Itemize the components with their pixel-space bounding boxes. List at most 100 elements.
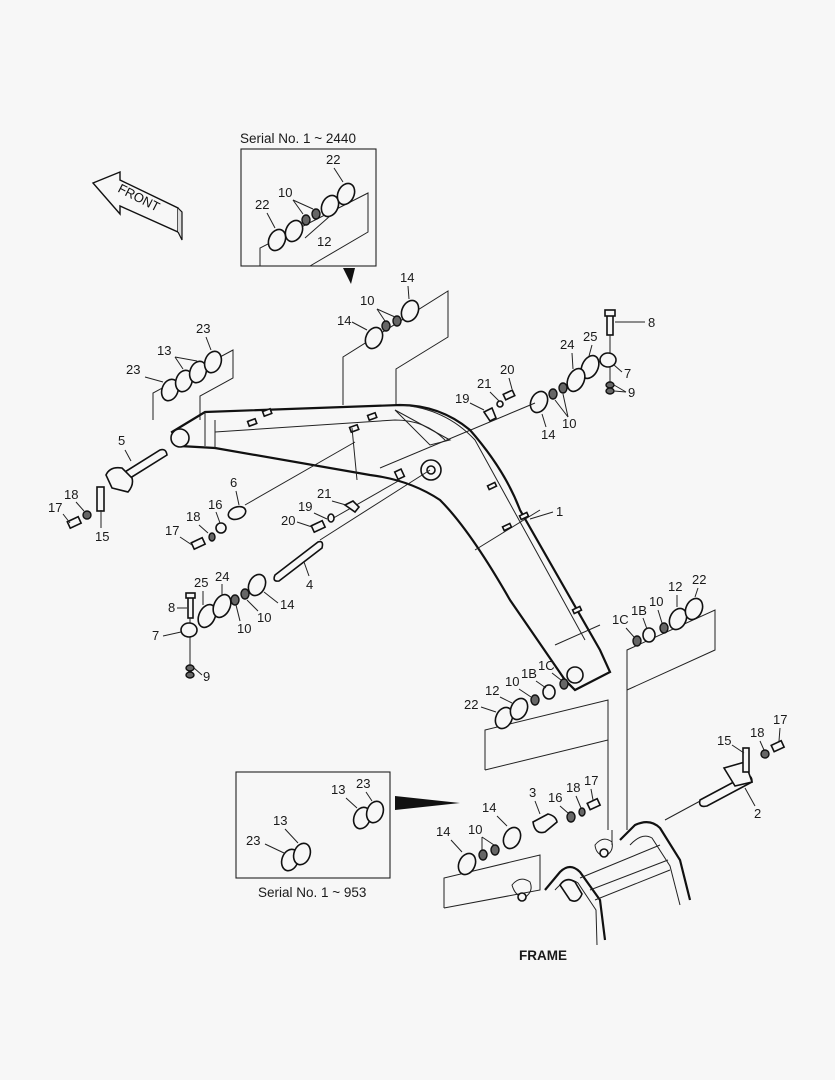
plate-24: [212, 593, 232, 619]
shim-13: [292, 842, 312, 866]
shim-12: [509, 697, 529, 721]
inset-bottom-frame: [235, 771, 391, 879]
washer-16: [215, 522, 227, 534]
leader-line: [551, 672, 562, 681]
leader-line: [174, 356, 184, 370]
frame-right-bracket: [619, 821, 692, 901]
callout: 5: [118, 433, 125, 448]
washer-22: [267, 228, 287, 252]
washer-16: [566, 811, 576, 823]
bushing-10: [240, 588, 250, 600]
callout: 7: [152, 628, 159, 643]
leader-line: [235, 490, 240, 506]
leader-line: [198, 524, 209, 534]
frame-crossmember: [594, 869, 671, 901]
washer-21: [496, 400, 504, 408]
callout: 13: [273, 813, 287, 828]
frame-crossmember: [579, 844, 661, 879]
pin-5-plate: [105, 466, 134, 493]
frame-clevis: [511, 878, 532, 899]
group-plane: [443, 854, 541, 909]
diagram-title: FRAME: [519, 948, 567, 963]
callout: 1B: [521, 666, 537, 681]
leader-line: [469, 402, 485, 411]
callout: 9: [203, 669, 210, 684]
boom-seam: [554, 624, 601, 646]
sleeve-7: [180, 622, 198, 638]
leader-line: [124, 449, 132, 462]
callout: 22: [464, 697, 478, 712]
washer-21: [327, 513, 335, 523]
callout: 23: [126, 362, 140, 377]
callout: 17: [48, 500, 62, 515]
callout: 23: [196, 321, 210, 336]
bolt-8-head: [604, 309, 616, 317]
nut-9: [185, 664, 195, 672]
washer-22: [684, 597, 704, 621]
leader-line: [193, 667, 203, 676]
axis-line: [379, 402, 536, 469]
callout: 13: [331, 782, 345, 797]
bushing-10: [478, 849, 488, 861]
callout: 25: [194, 575, 208, 590]
boom-edge: [214, 419, 446, 441]
callout: 14: [482, 800, 496, 815]
nut-9: [185, 671, 195, 679]
leader-line: [304, 215, 331, 239]
frame-clevis-hole: [517, 892, 527, 902]
bushing-10: [558, 382, 568, 394]
callout: 19: [298, 499, 312, 514]
leader-line: [778, 727, 781, 742]
axis-line: [664, 799, 703, 821]
leader-line: [625, 627, 635, 638]
leader-line: [365, 791, 373, 802]
shim-23: [365, 800, 385, 824]
shim-13: [188, 360, 208, 384]
callout: 18: [64, 487, 78, 502]
washer-18: [82, 510, 92, 520]
callout: 15: [95, 529, 109, 544]
leader-line: [541, 413, 547, 428]
front-arrow: FRONT: [91, 170, 183, 241]
group-top-center: 14 10 14: [337, 270, 449, 405]
leader-line: [292, 199, 304, 215]
inset-bottom-caption: Serial No. 1 ~ 953: [258, 885, 366, 900]
leader-line: [480, 706, 497, 713]
bolt-17: [586, 797, 602, 811]
leader-line: [351, 427, 358, 481]
boom-outline: [170, 403, 612, 692]
boom-lug: [348, 423, 360, 434]
leader-line: [499, 696, 513, 704]
callout: 10: [237, 621, 251, 636]
callout: 24: [560, 337, 574, 352]
pin-3: [532, 813, 558, 834]
leader-line: [292, 199, 314, 210]
leader-line: [162, 631, 182, 637]
leader-line: [481, 836, 495, 846]
axis-line: [319, 469, 431, 541]
callout: 19: [455, 391, 469, 406]
group-top-left: 23 13 23: [126, 321, 234, 420]
bolt-8: [187, 595, 194, 619]
callout: 12: [485, 683, 499, 698]
boom-lug: [571, 605, 583, 615]
leader-line: [75, 501, 85, 512]
leader-line: [694, 587, 699, 598]
pin-5: [118, 448, 168, 481]
leader-line: [284, 828, 299, 844]
boom-lug: [501, 522, 513, 532]
washer-22: [336, 182, 356, 206]
bushing-10: [530, 694, 540, 706]
front-arrow-side: [177, 207, 183, 241]
boom-assembly: 1: [170, 403, 612, 692]
callout: 18: [186, 509, 200, 524]
frame-left-bracket: [544, 865, 607, 941]
callout: 21: [317, 486, 331, 501]
callout: 10: [278, 185, 292, 200]
frame-mount-plate: [559, 878, 583, 902]
leader-line: [496, 815, 508, 827]
boom-lug: [246, 417, 258, 428]
shim-12: [668, 607, 688, 631]
washer-18: [208, 532, 216, 542]
leader-line: [303, 561, 310, 577]
